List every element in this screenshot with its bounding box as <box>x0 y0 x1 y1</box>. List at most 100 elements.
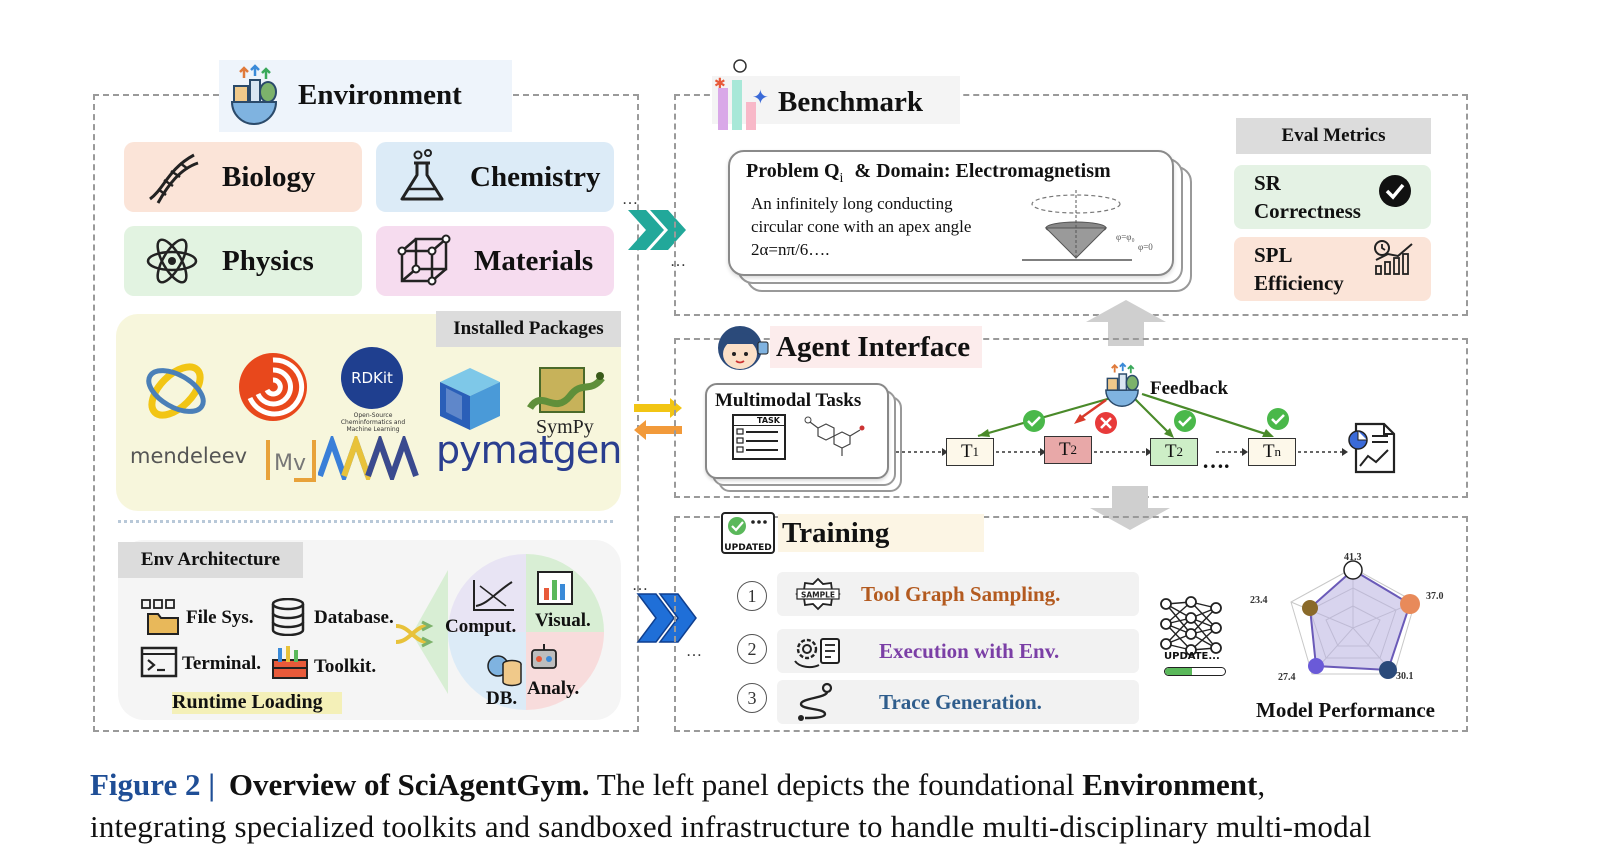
agent-interface-title: Agent Interface <box>776 330 971 363</box>
training-title-bg <box>778 514 984 552</box>
step-label-3: Trace Generation. <box>879 689 1042 714</box>
neural-network-icon <box>1160 596 1222 656</box>
package-sympy: SymPy <box>536 416 594 438</box>
metric-sr-line2: Correctness <box>1254 199 1361 223</box>
figure-caption: Figure 2 | Overview of SciAgentGym. The … <box>90 764 1490 848</box>
arch-toolkit: Toolkit. <box>314 656 377 677</box>
chevron-right-icon-top: … … <box>622 192 686 268</box>
update-label: UPDATE... <box>1164 651 1220 662</box>
node-n-base: T <box>1262 441 1275 462</box>
problem-text-line-1: An infinitely long conducting <box>751 194 953 213</box>
agent-interface-panel <box>674 338 1468 498</box>
plot-axes-icon <box>473 580 514 611</box>
domain-card-materials: Materials <box>376 226 614 296</box>
update-progress-bar <box>1164 667 1226 676</box>
benchmark-title: Benchmark <box>778 85 923 118</box>
environment-dotted-divider <box>118 520 613 523</box>
node-1-sub: 1 <box>972 444 980 459</box>
package-rdkit: RDKit <box>351 369 393 387</box>
training-step-1: SAMPLE Tool Graph Sampling. <box>777 572 1139 616</box>
model-performance-radar: 41.3 37.0 30.1 27.4 23.4 <box>1250 552 1444 683</box>
cone-diagram-icon: φ=φ₀ φ=0 <box>1022 190 1153 261</box>
svg-text:…: … <box>622 192 638 208</box>
updated-check-icon <box>728 517 767 535</box>
caption-title: Overview of SciAgentGym. <box>228 767 590 802</box>
swirl-logo-icon <box>239 353 307 421</box>
chart-icon <box>537 571 573 605</box>
step-label-2: Execution with Env. <box>879 638 1060 663</box>
metric-spl-line2: Efficiency <box>1254 271 1344 295</box>
dna-icon <box>149 153 199 204</box>
svg-text:✦: ✦ <box>752 87 769 109</box>
training-title: Training <box>782 516 890 549</box>
step-number-1: 1 <box>737 581 767 611</box>
feedback-label: Feedback <box>1150 378 1229 399</box>
node-1-base: T <box>960 441 973 462</box>
agent-interface-title-bg <box>770 326 982 368</box>
package-pymatgen: pymatgen <box>436 428 622 472</box>
benchmark-panel <box>674 94 1468 316</box>
problem-title: Problem Q <box>746 160 840 182</box>
installed-packages-label: Installed Packages <box>436 311 621 347</box>
caption-line-1: Figure 2 | Overview of SciAgentGym. The … <box>90 764 1490 806</box>
svg-text:Mv: Mv <box>274 451 306 476</box>
environment-title: Environment <box>298 78 462 111</box>
domain-card-physics: Physics <box>124 226 362 296</box>
sympy-snake-icon <box>527 367 605 413</box>
problem-heading: Problem Qi & Domain: Electromagnetism <box>746 160 1111 187</box>
domain-card-chemistry: Chemistry <box>376 142 614 212</box>
molecule-icon <box>804 416 865 456</box>
caption-text-1: The left panel depicts the foundational <box>589 767 1083 802</box>
task-lines-icon <box>736 428 778 453</box>
trajectory-ellipsis: …. <box>1202 448 1230 473</box>
training-panel <box>674 516 1468 732</box>
bidirectional-arrow-icon <box>634 398 682 440</box>
node-n-sub: n <box>1274 444 1282 459</box>
lattice-icon <box>397 234 451 286</box>
task-tag: TASK <box>734 416 784 426</box>
agent-flow-diagram <box>896 392 1348 456</box>
domain-label-chemistry: Chemistry <box>470 160 601 193</box>
pie-label-db: DB. <box>486 688 518 709</box>
metric-spl-line1: SPL <box>1254 243 1293 267</box>
sample-tag: SAMPLE <box>801 591 835 600</box>
update-progress-fill <box>1165 668 1192 675</box>
trace-path-icon <box>798 682 833 721</box>
db-pie-icon <box>487 655 522 687</box>
radar-value-2: 30.1 <box>1396 671 1414 682</box>
environment-header: Environment <box>224 64 462 126</box>
arch-file-sys: File Sys. <box>186 607 254 628</box>
benchmark-bars-icon: ✱ ✦ <box>714 59 769 130</box>
caption-text-2: , <box>1257 767 1266 802</box>
svg-text:φ=0: φ=0 <box>1138 242 1153 252</box>
multimodal-tasks-label: Multimodal Tasks <box>715 390 862 411</box>
rdkit-tagline: Open-Source Cheminformatics and Machine … <box>340 412 406 433</box>
environment-globe-icon <box>230 64 278 125</box>
metric-sr-line1: SR <box>1254 171 1281 195</box>
updated-tag: UPDATED <box>724 543 772 553</box>
updated-icon: UPDATED <box>721 512 775 554</box>
domain-label-biology: Biology <box>222 160 316 193</box>
step-number-3: 3 <box>737 683 767 713</box>
arch-database: Database. <box>314 607 394 628</box>
pie-label-analy: Analy. <box>527 678 580 699</box>
agent-avatar-icon <box>718 326 769 370</box>
terminal-icon <box>140 646 178 678</box>
cube-logo-icon <box>440 368 500 430</box>
file-system-icon <box>141 599 179 635</box>
chevron-right-icon-bottom: … … <box>632 577 702 660</box>
package-mendeleev: mendeleev <box>130 444 248 468</box>
radar-value-1: 37.0 <box>1426 591 1444 602</box>
problem-text-line-2: circular cone with an apex angle <box>751 217 972 236</box>
runtime-loading-highlight <box>172 692 342 714</box>
training-step-2: Execution with Env. <box>777 629 1139 673</box>
mendeleev-logo-icon <box>146 363 206 419</box>
problem-subscript: i <box>839 171 844 186</box>
node-2-sub: 2 <box>1070 442 1078 457</box>
problem-text: An infinitely long conducting circular c… <box>751 192 971 261</box>
node-3-sub: 2 <box>1176 444 1184 459</box>
metric-spl-efficiency: SPL Efficiency <box>1234 237 1431 301</box>
